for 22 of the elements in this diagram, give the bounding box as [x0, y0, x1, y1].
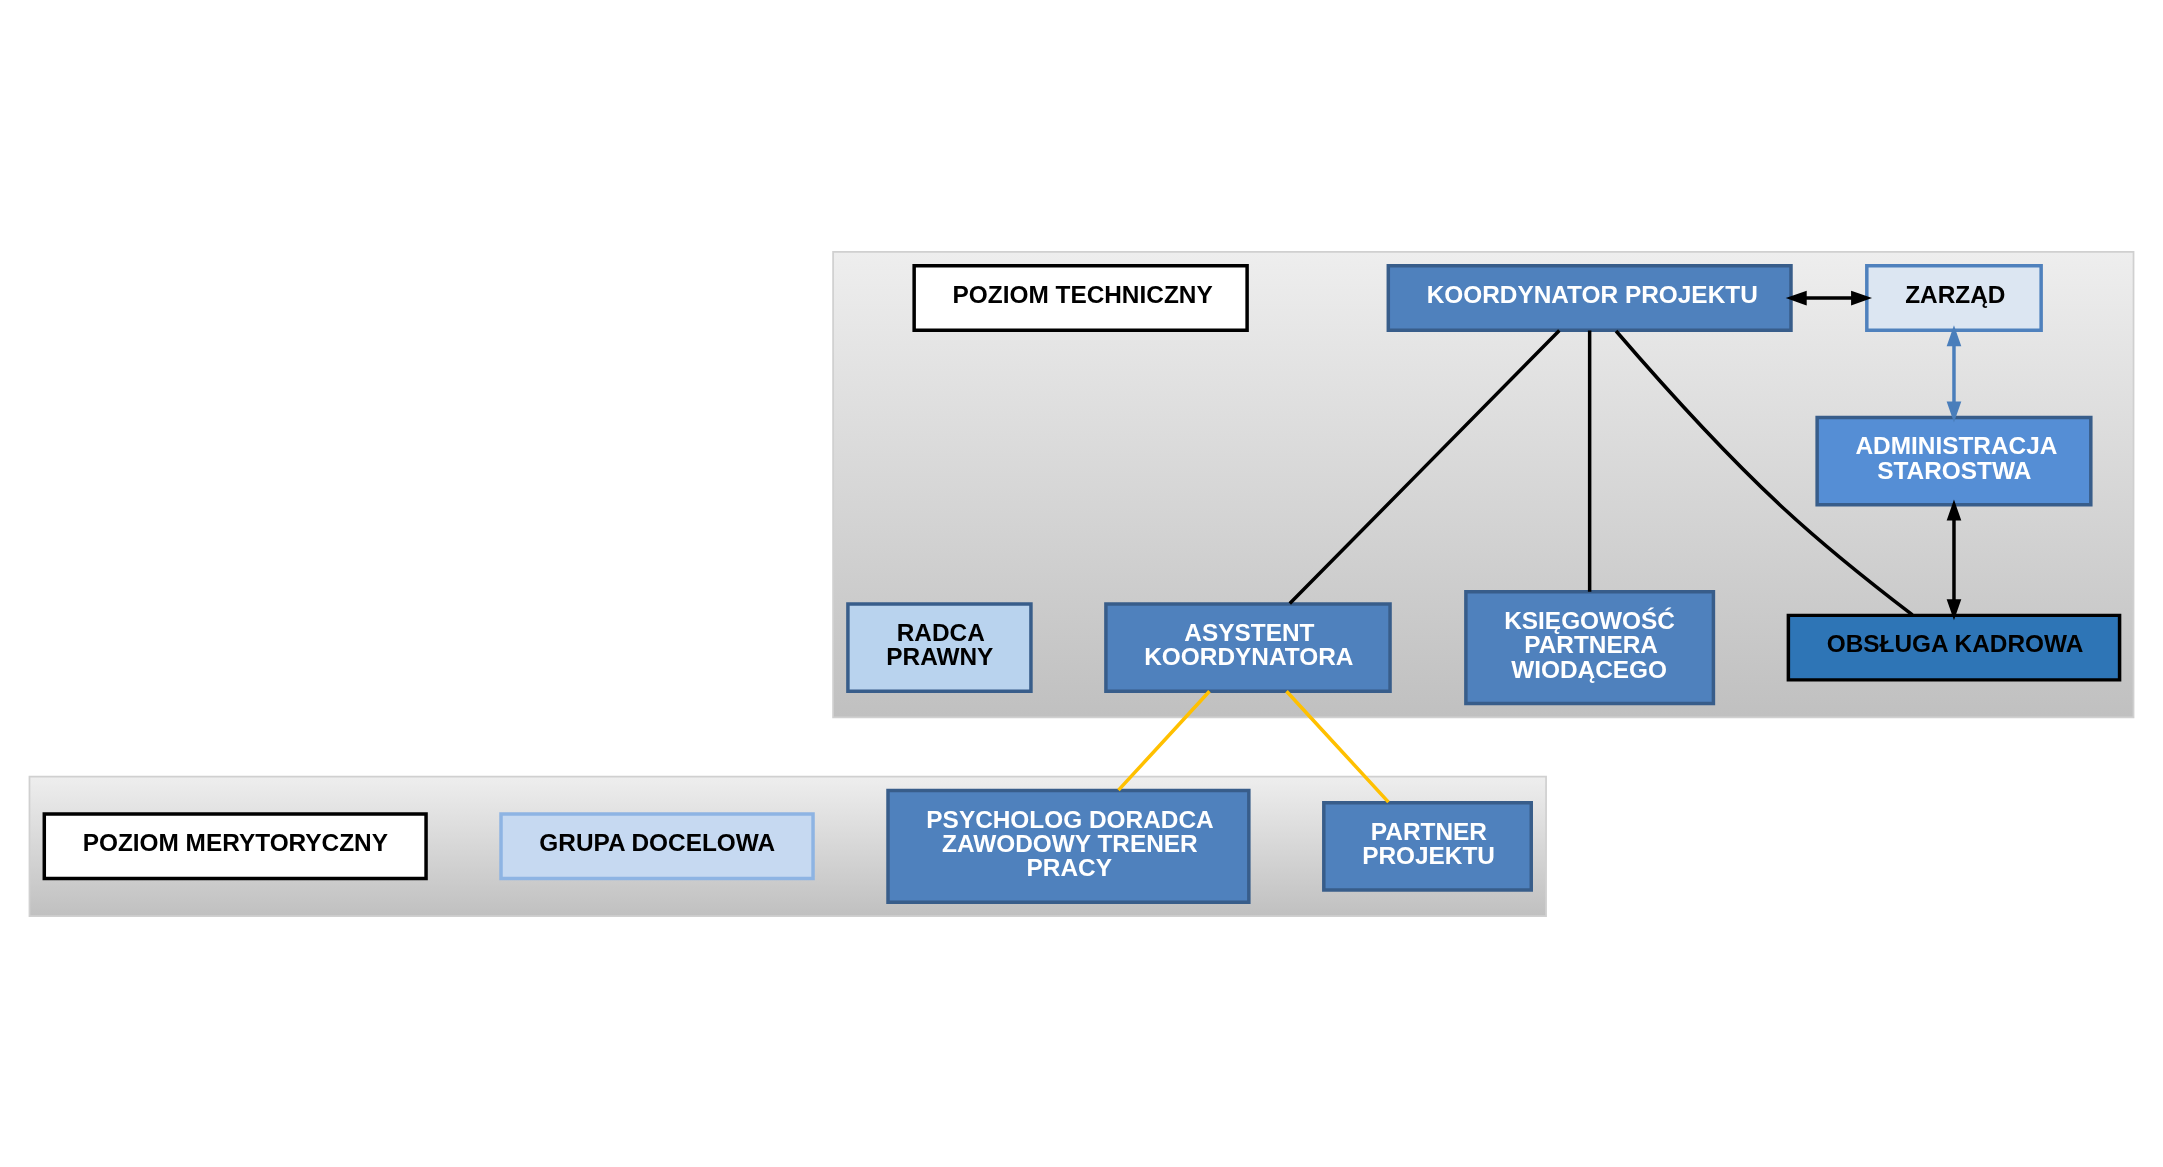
- node-box: PARTNER PROJEKTU: [1322, 800, 1533, 892]
- arrow: [1946, 324, 1962, 423]
- node-box: ADMINISTRACJA STAROSTWA: [1815, 415, 2093, 506]
- node-box: RADCA PRAWNY: [846, 601, 1033, 693]
- connector: [1587, 330, 1592, 592]
- node-box: POZIOM MERYTORYCZNY: [42, 811, 428, 880]
- node-box: PSYCHOLOG DORADCA ZAWODOWY TRENER PRACY: [886, 788, 1251, 904]
- node-box: ASYSTENT KOORDYNATORA: [1104, 601, 1392, 693]
- arrow: [1785, 290, 1873, 305]
- cluster: [28, 775, 1547, 917]
- connector: [1285, 689, 1390, 803]
- node-box: ZARZĄD: [1865, 263, 2043, 332]
- node-box: GRUPA DOCELOWA: [499, 811, 815, 880]
- connector: [1614, 329, 1914, 616]
- node-box: KSIĘGOWOŚĆ PARTNERA WIODĄCEGO: [1464, 589, 1716, 705]
- node-box: OBSŁUGA KADROWA: [1786, 613, 2122, 682]
- arrow: [1946, 499, 1962, 620]
- node-box: POZIOM TECHNICZNY: [912, 263, 1249, 332]
- cluster: [832, 250, 2135, 718]
- connector: [1117, 689, 1211, 791]
- node-box: KOORDYNATOR PROJEKTU: [1386, 263, 1793, 332]
- connector: [1288, 328, 1561, 605]
